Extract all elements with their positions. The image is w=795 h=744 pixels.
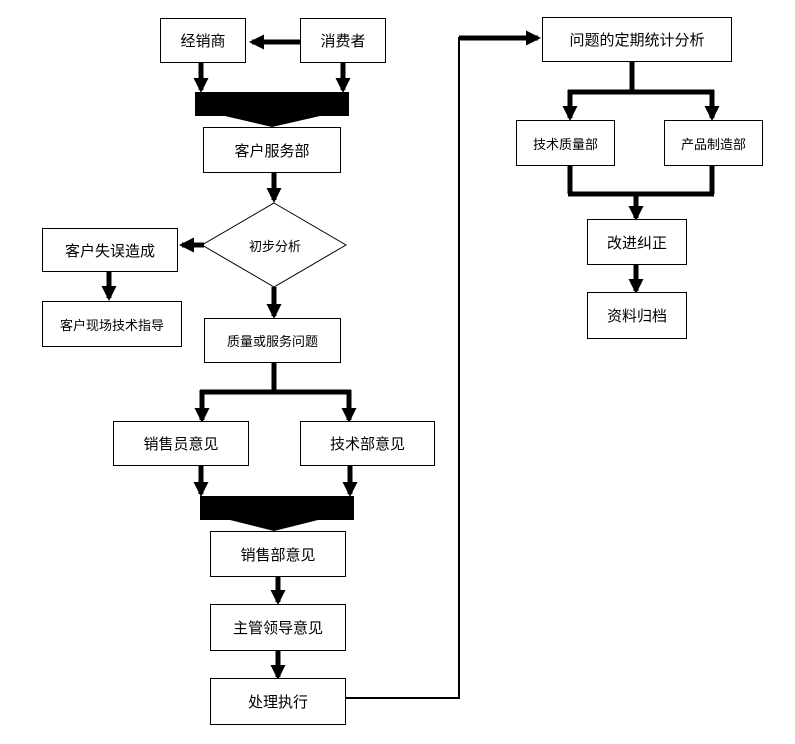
merge-bar-bottom	[200, 496, 354, 520]
node-dealer[interactable]: 经销商	[160, 18, 246, 63]
node-supervisor-opinion[interactable]: 主管领导意见	[210, 604, 346, 651]
node-sales-dept-opinion[interactable]: 销售部意见	[210, 531, 346, 577]
arrow-execute-to-periodic-analysis	[345, 37, 533, 699]
node-execute[interactable]: 处理执行	[210, 678, 346, 725]
node-periodic-analysis[interactable]: 问题的定期统计分析	[542, 17, 732, 62]
merge-arrow-top	[225, 116, 320, 127]
node-tech-dept-opinion[interactable]: 技术部意见	[300, 421, 435, 466]
node-tech-quality-dept[interactable]: 技术质量部	[516, 120, 615, 166]
node-consumer[interactable]: 消费者	[300, 18, 386, 63]
node-correction[interactable]: 改进纠正	[587, 219, 687, 265]
node-production-dept[interactable]: 产品制造部	[664, 120, 763, 166]
node-quality-service-issue[interactable]: 质量或服务问题	[204, 318, 341, 363]
merge-arrow-bottom	[230, 520, 318, 531]
node-salesperson-opinion[interactable]: 销售员意见	[113, 421, 249, 466]
node-customer-service[interactable]: 客户服务部	[203, 127, 341, 173]
merge-bar-top	[195, 92, 349, 116]
node-preliminary-analysis[interactable]: 初步分析	[248, 239, 301, 255]
node-onsite-guidance[interactable]: 客户现场技术指导	[42, 301, 182, 347]
node-customer-error[interactable]: 客户失误造成	[42, 228, 178, 272]
node-archive[interactable]: 资料归档	[587, 292, 687, 339]
